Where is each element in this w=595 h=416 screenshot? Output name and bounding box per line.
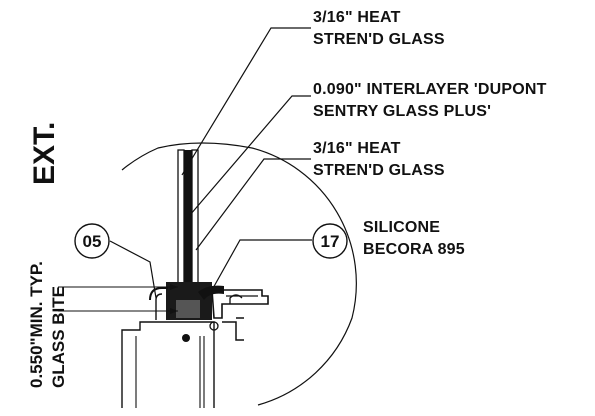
tag-05: 05 — [74, 223, 110, 259]
label-interlayer-line-1: 0.090" INTERLAYER 'DUPONT — [313, 81, 547, 98]
label-inner-glass-line-1: 3/16" HEAT — [313, 140, 401, 157]
leader-interlayer — [189, 95, 311, 216]
leaders — [109, 27, 312, 299]
label-silicone-line-1: SILICONE — [363, 219, 440, 236]
pocket-lip-inner — [155, 293, 163, 320]
glass-bite-label-line-1: 0.550"MIN. TYP. — [27, 261, 46, 388]
glass-pocket-fill — [176, 300, 200, 318]
silicone-and-extrusion — [198, 285, 269, 341]
label-outer-glass-line-1: 3/16" HEAT — [313, 9, 401, 26]
exterior-label: EXT. — [28, 122, 61, 185]
pocket-lip — [149, 287, 168, 301]
mullion-outline — [121, 321, 215, 408]
leader-silicone — [211, 239, 312, 291]
mullion-body — [121, 321, 215, 408]
label-interlayer-line-2: SENTRY GLASS PLUS' — [313, 103, 491, 120]
leader-tag-05 — [109, 240, 157, 299]
label-outer-glass-line-2: STREN'D GLASS — [313, 31, 445, 48]
extrusion-profile — [211, 289, 269, 319]
tag-05-text: 05 — [83, 232, 102, 251]
label-inner-glass-line-2: STREN'D GLASS — [313, 162, 445, 179]
detail-boundary-arc — [121, 142, 357, 406]
gasket-symbol — [182, 334, 190, 342]
bite-arrow-bottom — [170, 308, 178, 314]
label-silicone-line-2: BECORA 895 — [363, 241, 465, 258]
glass-bite-dimension — [58, 284, 178, 314]
extrusion-rib — [226, 294, 258, 304]
leader-inner-glass — [195, 158, 311, 251]
glazing-pocket — [149, 282, 212, 320]
tag-17: 17 — [312, 223, 348, 259]
tag-05-circle — [74, 223, 110, 259]
glass-bite-label-line-2: GLASS BITE — [49, 286, 68, 388]
clip-hook — [222, 317, 244, 341]
tag-17-circle — [312, 223, 348, 259]
tag-17-text: 17 — [321, 232, 340, 251]
bite-arrow-top — [170, 284, 178, 290]
interlayer — [184, 150, 192, 310]
leader-outer-glass — [181, 27, 311, 176]
